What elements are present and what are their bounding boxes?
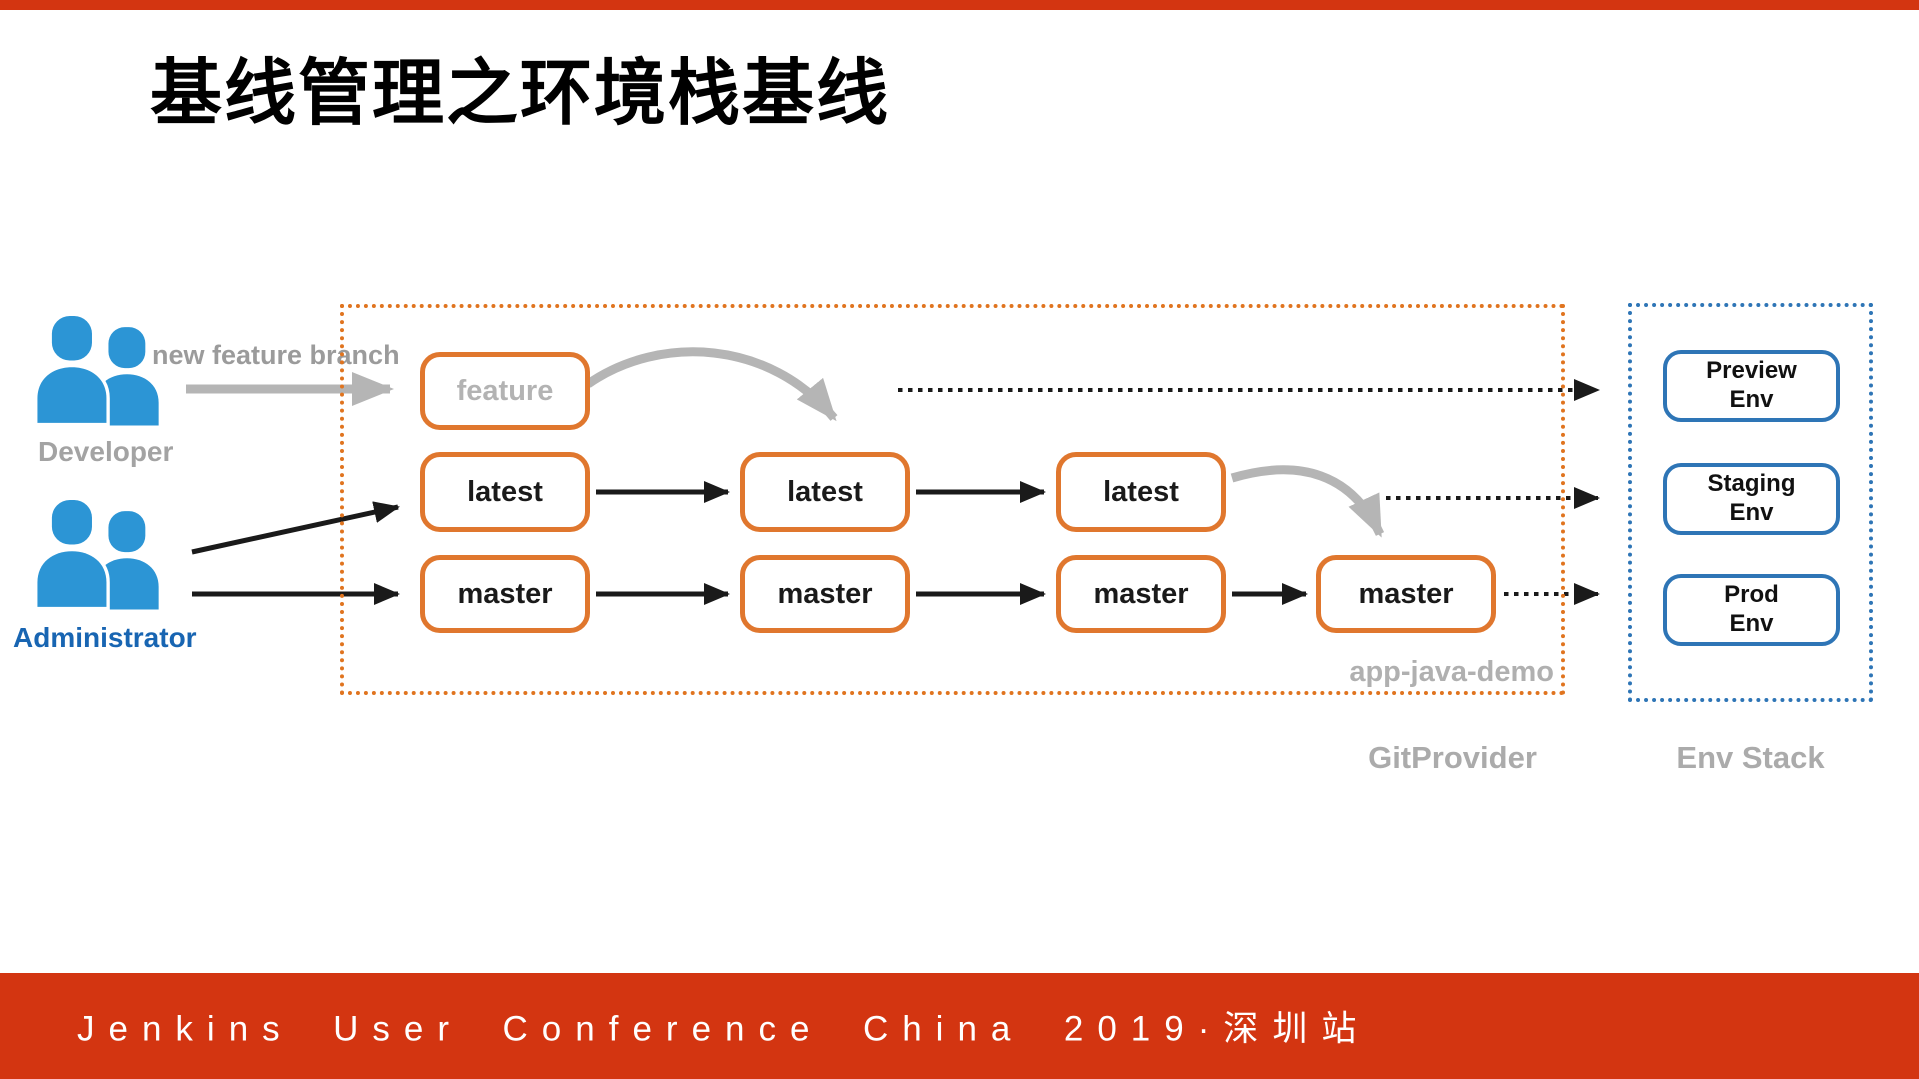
administrator-label: Administrator (13, 622, 197, 653)
env-stack-label: Env Stack (1676, 740, 1825, 775)
env-box-prod-line1: Prod (1724, 581, 1779, 609)
branch-box-feature: feature (420, 352, 590, 430)
slide-title: 基线管理之环境栈基线 (150, 54, 891, 134)
env-box-preview-line2: Env (1729, 386, 1774, 413)
env-box-staging-line1: Staging (1707, 470, 1796, 498)
footer-bar: Jenkins User Conference China 2019·深圳站 (0, 973, 1919, 1079)
env-box-preview-line1: Preview (1706, 357, 1797, 385)
developer-label: Developer (38, 436, 174, 467)
git-provider-boundary (340, 304, 1565, 695)
env-box-staging: Staging Env (1663, 463, 1840, 535)
env-stack-boundary (1628, 303, 1873, 702)
repo-name-label: app-java-demo (1349, 656, 1554, 688)
env-box-prod-line2: Env (1729, 610, 1774, 637)
env-box-prod: Prod Env (1663, 574, 1840, 646)
branch-box-master-3: master (1056, 555, 1226, 633)
env-box-staging-line2: Env (1729, 499, 1774, 526)
env-box-preview: Preview Env (1663, 350, 1840, 422)
git-provider-label: GitProvider (1368, 740, 1537, 775)
developer-users-icon (34, 316, 170, 434)
top-accent-bar (0, 0, 1919, 10)
new-feature-branch-label: new feature branch (152, 340, 400, 370)
branch-box-latest-1: latest (420, 452, 590, 532)
branch-box-master-1: master (420, 555, 590, 633)
branch-box-latest-3: latest (1056, 452, 1226, 532)
footer-conference-title: Jenkins User Conference China 2019·深圳站 (77, 1009, 1371, 1049)
administrator-users-icon (34, 500, 170, 618)
branch-box-latest-2: latest (740, 452, 910, 532)
branch-box-master-2: master (740, 555, 910, 633)
branch-box-master-4: master (1316, 555, 1496, 633)
